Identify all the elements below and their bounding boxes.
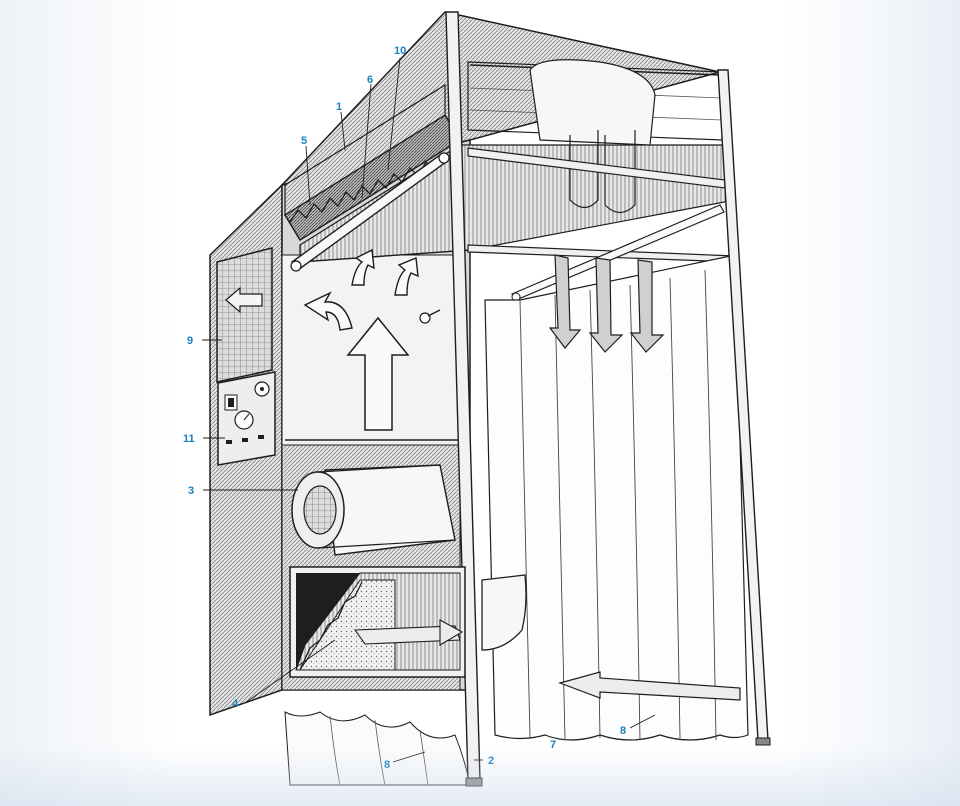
vinyl-curtain-right (484, 254, 749, 741)
airflow-arrow-curve-up-1 (351, 248, 375, 286)
rear-duct (529, 59, 656, 214)
callout-8-right: 8 (620, 725, 626, 737)
callout-2: 2 (488, 755, 494, 767)
callout-8-left: 8 (384, 759, 390, 771)
front-left-post (445, 11, 483, 787)
callout-6: 6 (367, 74, 373, 86)
front-right-post (717, 69, 771, 746)
airflow-arrow-down (548, 254, 665, 353)
callouts: 1 5 6 10 9 11 3 4 8 2 7 8 (183, 45, 626, 771)
callout-5: 5 (301, 135, 307, 147)
callout-leaders (202, 57, 656, 763)
exhaust-arrow-left (225, 286, 263, 314)
callout-7: 7 (550, 739, 556, 751)
callout-10: 10 (394, 45, 406, 57)
airflow-arrow-curve-up-2 (394, 256, 419, 296)
callout-9: 9 (187, 335, 193, 347)
exhaust-grille-panel (216, 247, 273, 383)
return-air-filter (289, 566, 466, 678)
callout-3: 3 (188, 485, 194, 497)
callout-11: 11 (183, 433, 195, 445)
blower-fan (291, 464, 456, 556)
vinyl-curtain-left (284, 711, 471, 786)
callout-4: 4 (232, 698, 239, 710)
control-panel (217, 371, 276, 466)
return-duct-elbow (481, 574, 527, 651)
return-arrow-horizontal (353, 619, 741, 701)
damper-knob (419, 309, 441, 324)
airflow-arrow-curve-left (303, 291, 353, 331)
callout-1: 1 (336, 101, 342, 113)
airflow-arrow-up (346, 316, 410, 431)
light-tube (290, 152, 450, 272)
